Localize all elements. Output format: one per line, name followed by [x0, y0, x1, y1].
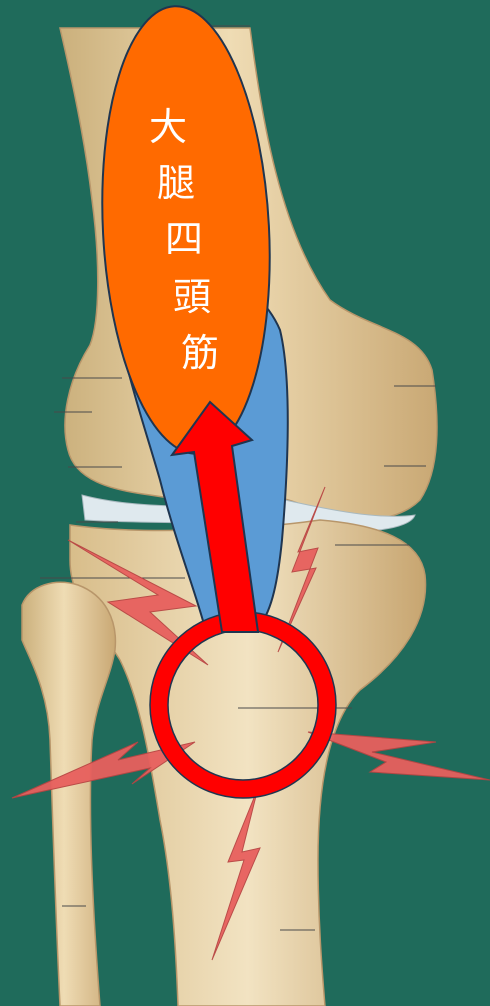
- label-char-3: 四: [165, 217, 203, 261]
- label-char-1: 大: [149, 105, 187, 149]
- label-char-4: 頭: [173, 275, 211, 319]
- label-char-5: 筋: [181, 331, 219, 375]
- fibula: [22, 582, 115, 1006]
- label-char-2: 腿: [157, 161, 195, 205]
- lightning-bolt-icon: [308, 732, 490, 780]
